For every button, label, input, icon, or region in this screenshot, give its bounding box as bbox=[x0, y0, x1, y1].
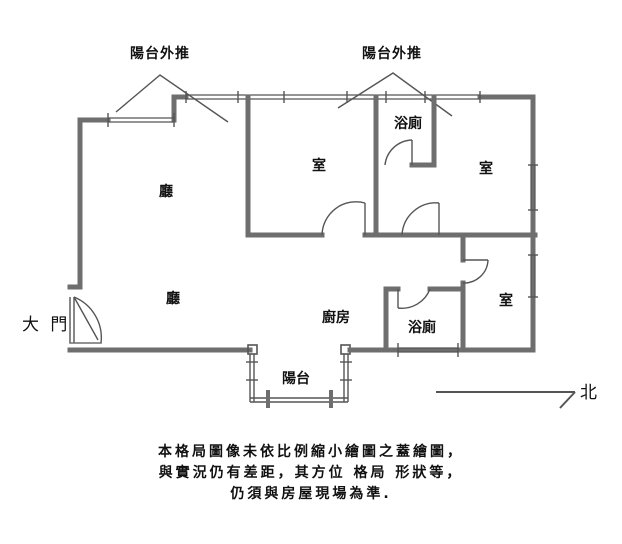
room-balcony: 陽台 bbox=[282, 370, 310, 387]
room-bedroom-2: 室 bbox=[479, 160, 493, 177]
room-bath-top: 浴廁 bbox=[394, 115, 422, 132]
interior-walls bbox=[245, 94, 538, 353]
north-arrow bbox=[436, 391, 576, 409]
balcony-push-label-left: 陽台外推 bbox=[130, 45, 190, 62]
room-bedroom-1: 室 bbox=[312, 157, 326, 174]
disclaimer-line-2: 與實況仍有差距，其方位 格局 形狀等， bbox=[158, 465, 464, 481]
outer-walls bbox=[67, 94, 536, 353]
room-kitchen: 廚房 bbox=[322, 309, 350, 326]
room-living-lower: 廳 bbox=[166, 290, 180, 307]
floor-plan: 陽台外推 陽台外推 大 門 北 廳 廳 室 室 室 浴廁 浴廁 廚房 陽台 bbox=[22, 45, 597, 409]
room-living-upper: 廳 bbox=[159, 183, 173, 200]
balcony-structure bbox=[246, 344, 388, 408]
bottom-windows bbox=[397, 343, 459, 357]
room-bedroom-3: 室 bbox=[499, 292, 513, 309]
disclaimer-line-1: 本格局圖像未依比例縮小繪圖之蓋繪圖， bbox=[158, 444, 464, 460]
balcony-push-label-right: 陽台外推 bbox=[362, 45, 422, 62]
right-windows bbox=[528, 164, 538, 298]
north-label: 北 bbox=[580, 383, 597, 403]
disclaimer: 本格局圖像未依比例縮小繪圖之蓋繪圖， 與實況仍有差距，其方位 格局 形狀等， 仍… bbox=[0, 442, 622, 505]
doors bbox=[69, 139, 489, 344]
top-window bbox=[107, 91, 481, 127]
room-bath-bottom: 浴廁 bbox=[408, 319, 436, 336]
disclaimer-line-3: 仍須與房屋現場為準. bbox=[230, 486, 392, 502]
main-door-label: 大 門 bbox=[22, 315, 70, 335]
